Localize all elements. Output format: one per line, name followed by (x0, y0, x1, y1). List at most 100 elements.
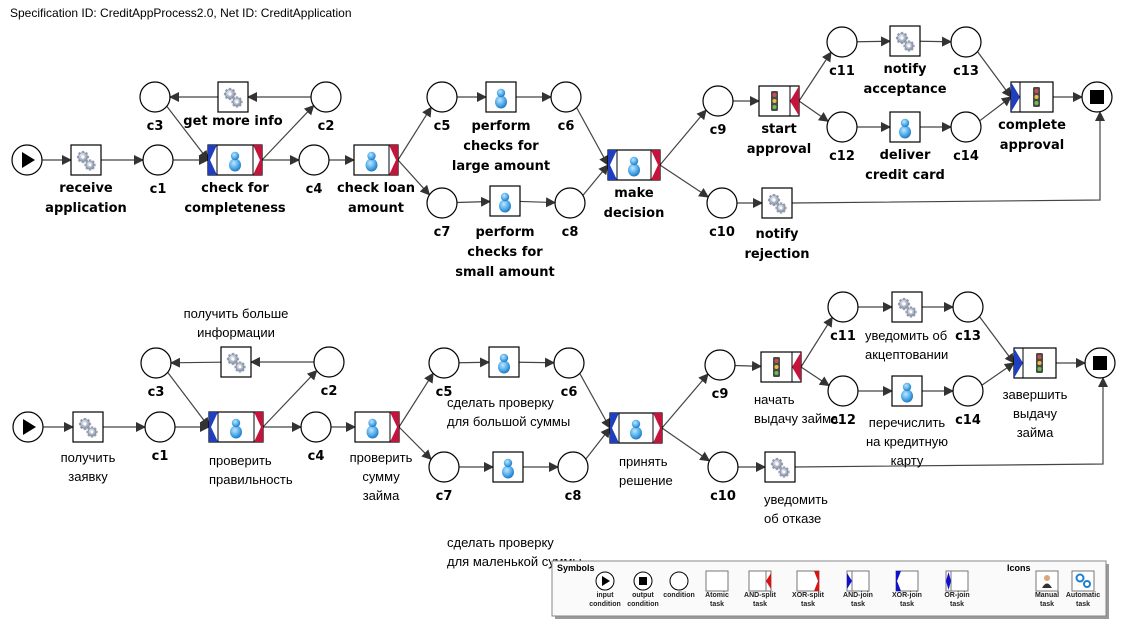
edge-c11-accept[interactable] (856, 36, 891, 47)
task-checkloan[interactable] (353, 144, 399, 176)
edge-checkloan-c5[interactable] (398, 372, 434, 428)
edge-reject-out[interactable] (791, 111, 1105, 204)
node-c10[interactable] (706, 187, 738, 219)
node-small[interactable] (489, 185, 521, 217)
edge-small-c8[interactable] (519, 197, 557, 208)
node-startapp[interactable] (760, 351, 802, 383)
node-small[interactable] (492, 451, 524, 483)
condition[interactable] (826, 111, 858, 143)
edge-checkloan-c7[interactable] (397, 159, 431, 196)
task-getinfo[interactable] (217, 81, 249, 113)
task-decision[interactable] (607, 149, 661, 181)
condition[interactable] (952, 291, 984, 323)
task-reject[interactable] (761, 187, 793, 219)
task-check[interactable] (207, 144, 263, 176)
node-receive[interactable] (70, 144, 102, 176)
node-c12[interactable] (826, 111, 858, 143)
node-c2[interactable] (310, 81, 342, 113)
task-check[interactable] (208, 411, 264, 443)
node-c4[interactable] (300, 411, 332, 443)
condition[interactable] (310, 81, 342, 113)
edge-c6-decision[interactable] (579, 373, 611, 429)
node-c6[interactable] (550, 81, 582, 113)
condition[interactable] (704, 349, 736, 381)
task-complete[interactable] (1013, 347, 1057, 379)
node-complete[interactable] (1013, 347, 1057, 379)
condition[interactable] (553, 347, 585, 379)
edge-decision-c10[interactable] (659, 164, 710, 198)
edge-check-c2[interactable] (261, 104, 315, 161)
task-getinfo[interactable] (220, 346, 252, 378)
node-c5[interactable] (428, 347, 460, 379)
edge-c8-decision[interactable] (582, 164, 609, 196)
edge-c5-large[interactable] (458, 357, 490, 368)
condition[interactable] (557, 451, 589, 483)
condition[interactable] (950, 111, 982, 143)
edge-c13-complete[interactable] (979, 316, 1015, 364)
node-c3[interactable] (140, 347, 172, 379)
task-accept[interactable] (889, 25, 921, 57)
node-c6[interactable] (553, 347, 585, 379)
node-accept[interactable] (889, 25, 921, 57)
condition[interactable] (300, 411, 332, 443)
task-startapp[interactable] (758, 85, 800, 117)
node-check[interactable] (208, 411, 264, 443)
edge-startapp-c11[interactable] (800, 316, 833, 368)
task-large[interactable] (485, 81, 517, 113)
task-complete[interactable] (1010, 81, 1054, 113)
task-accept[interactable] (891, 291, 923, 323)
node-c10[interactable] (707, 451, 739, 483)
edge-reject-out[interactable] (794, 377, 1108, 468)
condition[interactable] (140, 347, 172, 379)
node-c5[interactable] (426, 81, 458, 113)
edge-decision-c10[interactable] (661, 427, 711, 462)
edge-check-c2[interactable] (262, 369, 318, 428)
node-c8[interactable] (554, 187, 586, 219)
condition[interactable] (139, 81, 171, 113)
node-large[interactable] (488, 346, 520, 378)
task-deliver[interactable] (889, 111, 921, 143)
node-c1[interactable] (144, 411, 176, 443)
condition[interactable] (827, 375, 859, 407)
edge-c7-small[interactable] (456, 196, 491, 207)
node-deliver[interactable] (889, 111, 921, 143)
edge-startapp-c12[interactable] (800, 366, 830, 387)
task-deliver[interactable] (891, 375, 923, 407)
node-c11[interactable] (827, 291, 859, 323)
node-in[interactable] (11, 144, 43, 176)
node-checkloan[interactable] (353, 144, 399, 176)
task-box[interactable] (220, 346, 252, 378)
node-c11[interactable] (826, 26, 858, 58)
edge-getinfo-c3[interactable] (169, 357, 222, 368)
node-c1[interactable] (142, 144, 174, 176)
condition[interactable] (950, 26, 982, 58)
task-reject[interactable] (764, 451, 796, 483)
node-c13[interactable] (952, 291, 984, 323)
node-c9[interactable] (702, 85, 734, 117)
condition[interactable] (142, 144, 174, 176)
task-box[interactable] (353, 144, 399, 176)
condition[interactable] (550, 81, 582, 113)
node-in[interactable] (12, 411, 44, 443)
task-receive[interactable] (70, 144, 102, 176)
node-decision[interactable] (609, 412, 663, 444)
node-checkloan[interactable] (354, 411, 400, 443)
task-box[interactable] (889, 111, 921, 143)
node-c7[interactable] (426, 187, 458, 219)
condition[interactable] (428, 347, 460, 379)
condition[interactable] (826, 26, 858, 58)
edge-startapp-c11[interactable] (798, 51, 832, 102)
edge-decision-c9[interactable] (659, 109, 707, 166)
node-c3[interactable] (139, 81, 171, 113)
task-startapp[interactable] (760, 351, 802, 383)
node-out[interactable] (1081, 81, 1113, 113)
node-c8[interactable] (557, 451, 589, 483)
node-out[interactable] (1084, 347, 1116, 379)
condition[interactable] (706, 187, 738, 219)
node-startapp[interactable] (758, 85, 800, 117)
node-deliver[interactable] (891, 375, 923, 407)
node-getinfo[interactable] (217, 81, 249, 113)
node-reject[interactable] (761, 187, 793, 219)
node-c2[interactable] (313, 346, 345, 378)
task-receive[interactable] (72, 411, 104, 443)
